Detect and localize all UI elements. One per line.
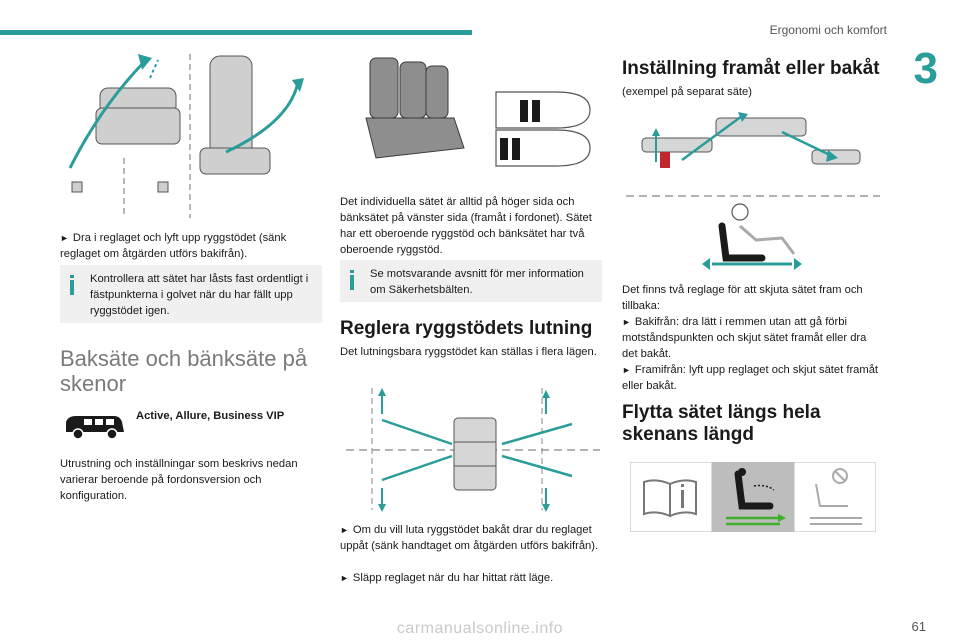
page-number: 61 — [911, 619, 926, 634]
triangle-right-icon: ► — [60, 233, 69, 243]
body-text: Utrustning och inställningar som beskriv… — [60, 458, 298, 502]
fore-aft-step-1-body: Bakifrån: dra lätt i remmen utan att gå … — [622, 316, 867, 360]
step-text-body: Dra i reglaget och lyft upp ryggstödet (… — [60, 232, 287, 260]
figure-backrest-tilt — [346, 388, 600, 512]
triangle-right-icon: ► — [622, 317, 631, 327]
van-icon — [66, 416, 124, 440]
tilt-step-1-body: Om du vill luta ryggstödet bakåt drar du… — [340, 524, 599, 552]
section-title-full-rail: Flytta sätet längs hela skenans längd — [622, 402, 821, 445]
tilt-paragraph: Det lutningsbara ryggstödet kan ställas … — [340, 346, 597, 358]
step-text: ►Dra i reglaget och lyft upp ryggstödet … — [60, 230, 322, 262]
figure-seat-fold-up — [68, 54, 304, 218]
triangle-right-icon: ► — [340, 573, 349, 583]
figure-seat-layout — [365, 57, 591, 167]
info-icon — [67, 275, 77, 295]
figure-icon-strip — [630, 462, 876, 532]
triangle-right-icon: ► — [340, 525, 349, 535]
seat-no-icon — [810, 468, 862, 525]
triangle-right-icon: ► — [622, 365, 631, 375]
example-subtitle: (exempel på separat säte) — [622, 86, 752, 98]
info-text: Kontrollera att sätet har låsts fast ord… — [90, 273, 309, 317]
intro-paragraph: Det individuella sätet är alltid på höge… — [340, 196, 592, 256]
fore-aft-step-2: ►Framifrån: lyft upp reglaget och skjut … — [622, 362, 884, 394]
figure-fore-aft — [626, 112, 880, 270]
section-title-rear-seats: Baksäte och bänksäte på skenor — [60, 346, 308, 396]
info-text-seatbelt: Se motsvarande avsnitt för mer informati… — [370, 268, 584, 296]
header-accent-bar — [0, 30, 472, 35]
watermark: carmanualsonline.info — [396, 620, 564, 637]
tilt-step-1: ►Om du vill luta ryggstödet bakåt drar d… — [340, 522, 602, 554]
fore-aft-paragraph: Det finns två reglage för att skjuta sät… — [622, 284, 863, 312]
info-icon — [347, 270, 357, 290]
book-info-icon — [643, 479, 697, 518]
section-title-fore-aft: Inställning framåt eller bakåt — [622, 58, 880, 79]
seat-slide-icon — [726, 468, 786, 526]
trim-label: Active, Allure, Business VIP — [136, 410, 285, 422]
tilt-step-2: ►Släpp reglaget när du har hittat rätt l… — [340, 570, 602, 586]
info-box-seatbelt: Se motsvarande avsnitt för mer informati… — [340, 260, 602, 302]
fore-aft-step-1: ►Bakifrån: dra lätt i remmen utan att gå… — [622, 314, 884, 362]
section-title-backrest-tilt: Reglera ryggstödets lutning — [340, 318, 593, 339]
tilt-step-2-body: Släpp reglaget när du har hittat rätt lä… — [352, 572, 554, 584]
info-box: Kontrollera att sätet har låsts fast ord… — [60, 265, 322, 323]
running-title: Ergonomi och komfort — [769, 23, 887, 37]
chapter-number: 3 — [913, 44, 938, 93]
fore-aft-step-2-body: Framifrån: lyft upp reglaget och skjut s… — [622, 364, 879, 392]
